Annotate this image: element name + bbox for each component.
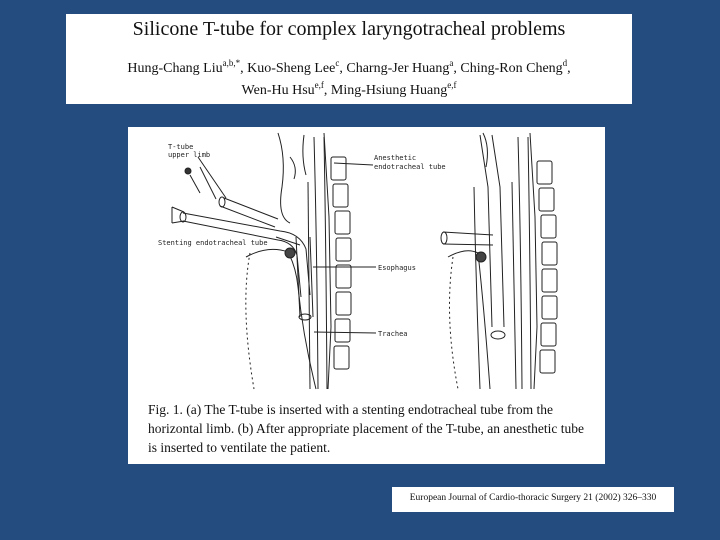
author-name: Wen-Hu Hsu [241, 83, 315, 98]
author-line-2: Wen-Hu Hsue,f, Ming-Hsiung Huange,f [66, 80, 632, 99]
medical-illustration: T-tube upper limb Stenting endotracheal … [158, 132, 558, 390]
label-t-tube: T-tube [168, 143, 193, 151]
label-esophagus: Esophagus [378, 264, 416, 272]
author-affiliation: d [562, 58, 568, 68]
figure-panel: T-tube upper limb Stenting endotracheal … [128, 127, 605, 464]
label-endotracheal-tube: endotracheal tube [374, 163, 446, 171]
author-separator: , [453, 61, 461, 76]
author-separator: , [240, 61, 248, 76]
citation-panel: European Journal of Cardio-thoracic Surg… [392, 487, 674, 512]
label-upper-limb: upper limb [168, 151, 210, 159]
author-name: Ming-Hsiung Huang [330, 83, 448, 98]
label-anesthetic: Anesthetic [374, 154, 416, 162]
author-affiliation: e,f [314, 80, 324, 90]
author-separator: , [567, 61, 571, 76]
author-affiliation: c [335, 58, 340, 68]
author-separator: , [323, 83, 331, 98]
author-separator: , [339, 61, 347, 76]
author-name: Kuo-Sheng Lee [247, 61, 336, 76]
paper-title: Silicone T-tube for complex laryngotrach… [132, 18, 566, 40]
author-line-1: Hung-Chang Liua,b,*, Kuo-Sheng Leec, Cha… [66, 58, 632, 77]
label-trachea: Trachea [378, 330, 408, 338]
author-name: Ching-Ron Cheng [460, 61, 563, 76]
author-name: Hung-Chang Liu [127, 61, 223, 76]
label-stenting-tube: Stenting endotracheal tube [158, 239, 268, 247]
author-affiliation: e,f [447, 80, 457, 90]
author-name: Charng-Jer Huang [346, 61, 450, 76]
journal-citation: European Journal of Cardio-thoracic Surg… [409, 493, 657, 503]
figure-caption: Fig. 1. (a) The T-tube is inserted with … [148, 402, 584, 455]
author-affiliation: a,b,* [222, 58, 241, 68]
title-panel: Silicone T-tube for complex laryngotrach… [66, 14, 632, 104]
author-affiliation: a [449, 58, 454, 68]
